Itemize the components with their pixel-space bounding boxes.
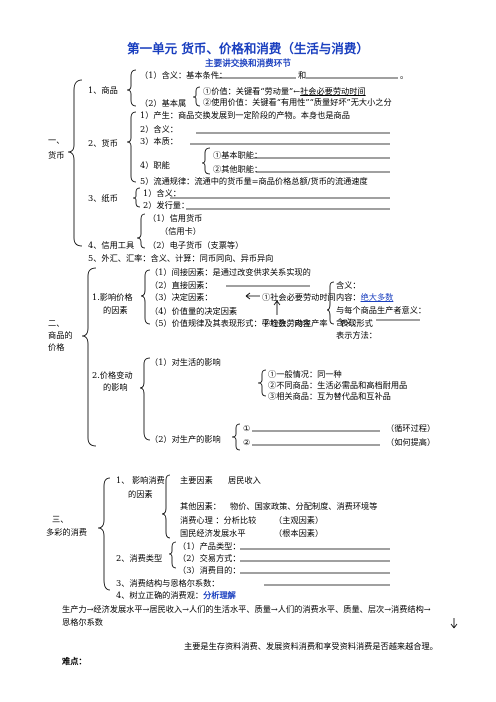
direct-factor: （2）直接因素： <box>150 280 213 290</box>
consumption-types-label: 2、消费类型 <box>116 553 163 563</box>
section1-number: 一、 <box>48 135 65 145</box>
fundamental-factor: （根本因素） <box>274 528 324 538</box>
paper-money-label: 3、纸币 <box>88 193 118 203</box>
goods-meaning: （1）含义：基本条件： <box>140 70 228 80</box>
goods-end: 。 <box>400 70 409 80</box>
brace-section2 <box>81 267 97 447</box>
life-related-goods: ③相关商品：互为替代品和互补品 <box>268 391 391 401</box>
decisive-factor: （3）决定因素： <box>150 292 213 302</box>
life-different-goods: ②不同商品：生活必需品和高档耐用品 <box>268 380 408 390</box>
arrow-decide <box>245 292 260 300</box>
life-general: ①一般情况：同一种 <box>268 369 342 379</box>
production-1-note: （循环过程） <box>386 423 436 433</box>
consumer-psychology: 消费心理 ：分析比较 <box>180 515 257 525</box>
money-origin: 1）产生：商品交换发展到一定阶段的产物。本身也是商品 <box>140 110 350 120</box>
section3-number: 三、 <box>52 514 69 524</box>
price-change-label-2: 的影响 <box>103 382 128 392</box>
forex-line: 5、外汇、汇率：含义、计算：同币同向、异币异向 <box>88 253 274 263</box>
brace-section3 <box>97 477 111 591</box>
brace-factors <box>140 269 151 325</box>
paper-meaning: 1）含义： <box>143 188 181 198</box>
effect-on-production: （2）对生产的影响 <box>150 434 221 444</box>
paper-issue: 2）发行量： <box>143 200 190 210</box>
section2-number: 二、 <box>48 318 65 328</box>
economic-level: 国民经济发展水平 <box>180 528 246 538</box>
expression-method: 表示方法： <box>336 330 377 340</box>
other-factors: 其他因素： <box>180 501 221 511</box>
necessary-labor-time: ①社会必要劳动时间 <box>262 292 336 302</box>
credit-card: （信用卡） <box>160 226 201 236</box>
price-factors-label-2: 的因素 <box>103 305 128 315</box>
brace-paper <box>132 187 141 208</box>
brace-prod <box>231 423 241 451</box>
consumption-purpose: （3）消费目的： <box>178 565 241 575</box>
brace-functions <box>201 147 211 175</box>
significance-right: 与每个商品生产者意义： <box>336 305 427 315</box>
section1-heading: 货币 <box>48 150 65 160</box>
arrow-down <box>450 618 458 629</box>
money-label: 2、货币 <box>88 138 118 148</box>
page-subtitle: 主要讲交换和消费环节 <box>205 59 291 69</box>
other-function: ②其他职能： <box>213 164 263 174</box>
section2-heading: 商品的 <box>48 330 73 340</box>
difficulty-label: 难点： <box>62 656 87 666</box>
section3-heading: 多彩的消费 <box>46 527 87 537</box>
credit-money: （1）信用货币 <box>148 213 203 223</box>
main-factor: 主要因素 <box>180 475 213 485</box>
transaction-method: （2）交易方式： <box>178 553 241 563</box>
arrow-rate <box>273 300 281 315</box>
other-factors-value: 物价、国家政策、分配制度、消费环境等 <box>230 501 378 511</box>
page-title: 第一单元 货币、价格和消费（生活与消费） <box>127 41 369 56</box>
basic-function: ①基本职能： <box>213 150 263 160</box>
money-functions: 4）职能 <box>140 160 170 170</box>
brace-credit <box>136 213 146 249</box>
production-2-note: （如何提高） <box>386 437 436 447</box>
brace-influence <box>161 474 171 539</box>
expression-form: 表现形式 <box>340 318 373 328</box>
use-value-line: ②使用价值：关键看“有用性”“质量好坏”无大小之分 <box>203 97 392 107</box>
subjective-factor: （主观因素） <box>274 515 324 525</box>
main-factor-value: 居民收入 <box>228 475 261 485</box>
money-essence: 3）本质： <box>140 136 178 146</box>
engel-coefficient: 3、消费结构与恩格尔系数： <box>116 578 220 588</box>
consumption-factors-label: 1、 影响消费 <box>116 475 165 485</box>
goods-and: 和 <box>298 70 307 80</box>
brace-value <box>192 86 201 107</box>
section2-heading-2: 价格 <box>48 342 65 352</box>
brace-type <box>168 541 177 569</box>
consumption-factors-label-2: 的因素 <box>128 489 153 499</box>
credit-tools-label: 4、信用工具 <box>88 240 135 250</box>
indirect-factor: （1）间接因素：是通过改变供求关系实现的 <box>150 267 311 277</box>
product-type: （1）产品类型： <box>178 541 241 551</box>
brace-section1 <box>67 79 83 247</box>
price-factors-label: 1.影响价格 <box>92 292 133 302</box>
circulation-law: 5）流通规律：流通中的货币量=商品价格总额/货币的流通速度 <box>140 176 368 186</box>
meaning-right: 含义： <box>336 280 361 290</box>
production-1: ① <box>243 423 251 433</box>
brace-life <box>257 369 267 397</box>
electronic-money: （2）电子货币（支票等） <box>148 240 244 250</box>
content-right: 内容：绝大多数 <box>336 292 394 302</box>
value-law: （5）价值规律及其表现形式：平均数、内容 <box>150 318 311 328</box>
value-determinant: （4）价值量的决定因素 <box>150 306 238 316</box>
meaning-right-2: 含义： <box>336 317 361 327</box>
causal-chain-end: 恩格尔系数 <box>62 617 103 627</box>
causal-chain: 生产力→经济发展水平→居民收入→人们的生活水平、质量→人们的消费水平、质量、层次… <box>62 604 431 614</box>
money-meaning: 2）含义： <box>140 124 178 134</box>
correct-consumption-view: 4、树立正确的消费观：分析理解 <box>116 590 236 600</box>
brace-goods <box>126 69 137 107</box>
production-2: ② <box>243 437 251 447</box>
brace-contents <box>326 281 335 325</box>
effect-on-life: （1）对生活的影响 <box>150 357 221 367</box>
goods-label: 1、商品 <box>88 85 118 95</box>
brace-change <box>139 357 151 441</box>
price-change-label: 2.价格变动 <box>92 370 133 380</box>
brace-money <box>126 111 137 183</box>
labor-productivity: ②社会劳动生产率 <box>262 318 328 328</box>
value-line: ①价值：关键看“劳动量”←社会必要劳动时间 <box>203 86 366 96</box>
goods-attributes: （2）基本属 <box>140 98 187 108</box>
structure-note: 主要是生存资料消费、发展资料消费和享受资料消费是否越来越合理。 <box>184 641 438 651</box>
